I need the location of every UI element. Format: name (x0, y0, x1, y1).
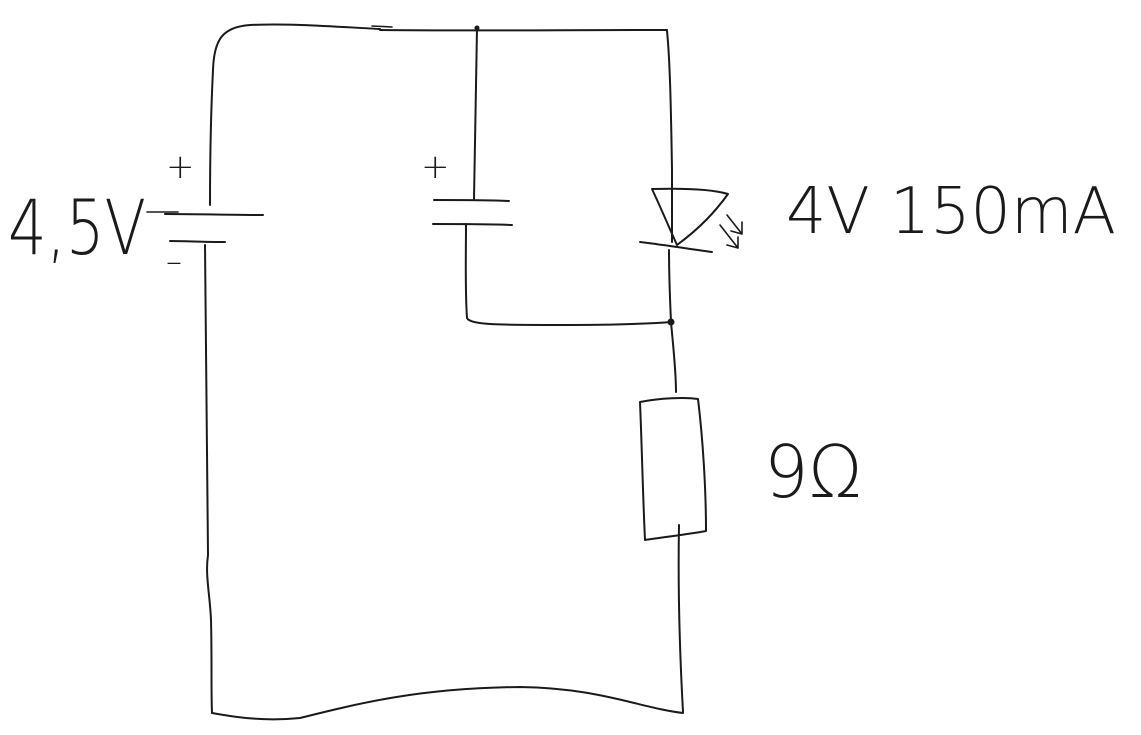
wire-capacitor-bottom (464, 223, 672, 326)
capacitor-plus-sign: + (421, 147, 450, 187)
wires (204, 23, 684, 721)
wire-bottom (211, 686, 684, 721)
battery-plate-long (164, 213, 264, 216)
capacitor-plate-top (433, 199, 510, 202)
wire-capacitor-top (473, 27, 478, 200)
wire-resistor-bottom (677, 524, 684, 713)
wire-right-upper (666, 30, 673, 243)
resistor-value-label: 9Ω (764, 430, 862, 514)
wire-top-hook (371, 25, 393, 28)
led-arrow-1 (726, 214, 743, 235)
capacitor-plate-bottom (432, 223, 513, 226)
wire-left (204, 244, 213, 714)
led-symbol (639, 187, 743, 253)
resistor-body (639, 397, 707, 541)
battery-plus-sign: + (166, 147, 195, 187)
led-triangle (651, 187, 729, 246)
junction-top (474, 25, 480, 31)
battery-plate-short (169, 240, 226, 243)
junction-middle (667, 318, 675, 326)
battery-minus-sign: – (166, 242, 182, 280)
resistor-symbol (639, 397, 707, 541)
wire-top-left (209, 23, 381, 206)
capacitor-symbol (432, 199, 513, 226)
battery-symbol (146, 211, 264, 243)
battery-voltage-label: 4,5V (8, 183, 146, 272)
led-rating-label: 4V 150mA (786, 175, 1116, 249)
led-bar (639, 241, 713, 253)
led-arrow-2 (719, 224, 739, 249)
